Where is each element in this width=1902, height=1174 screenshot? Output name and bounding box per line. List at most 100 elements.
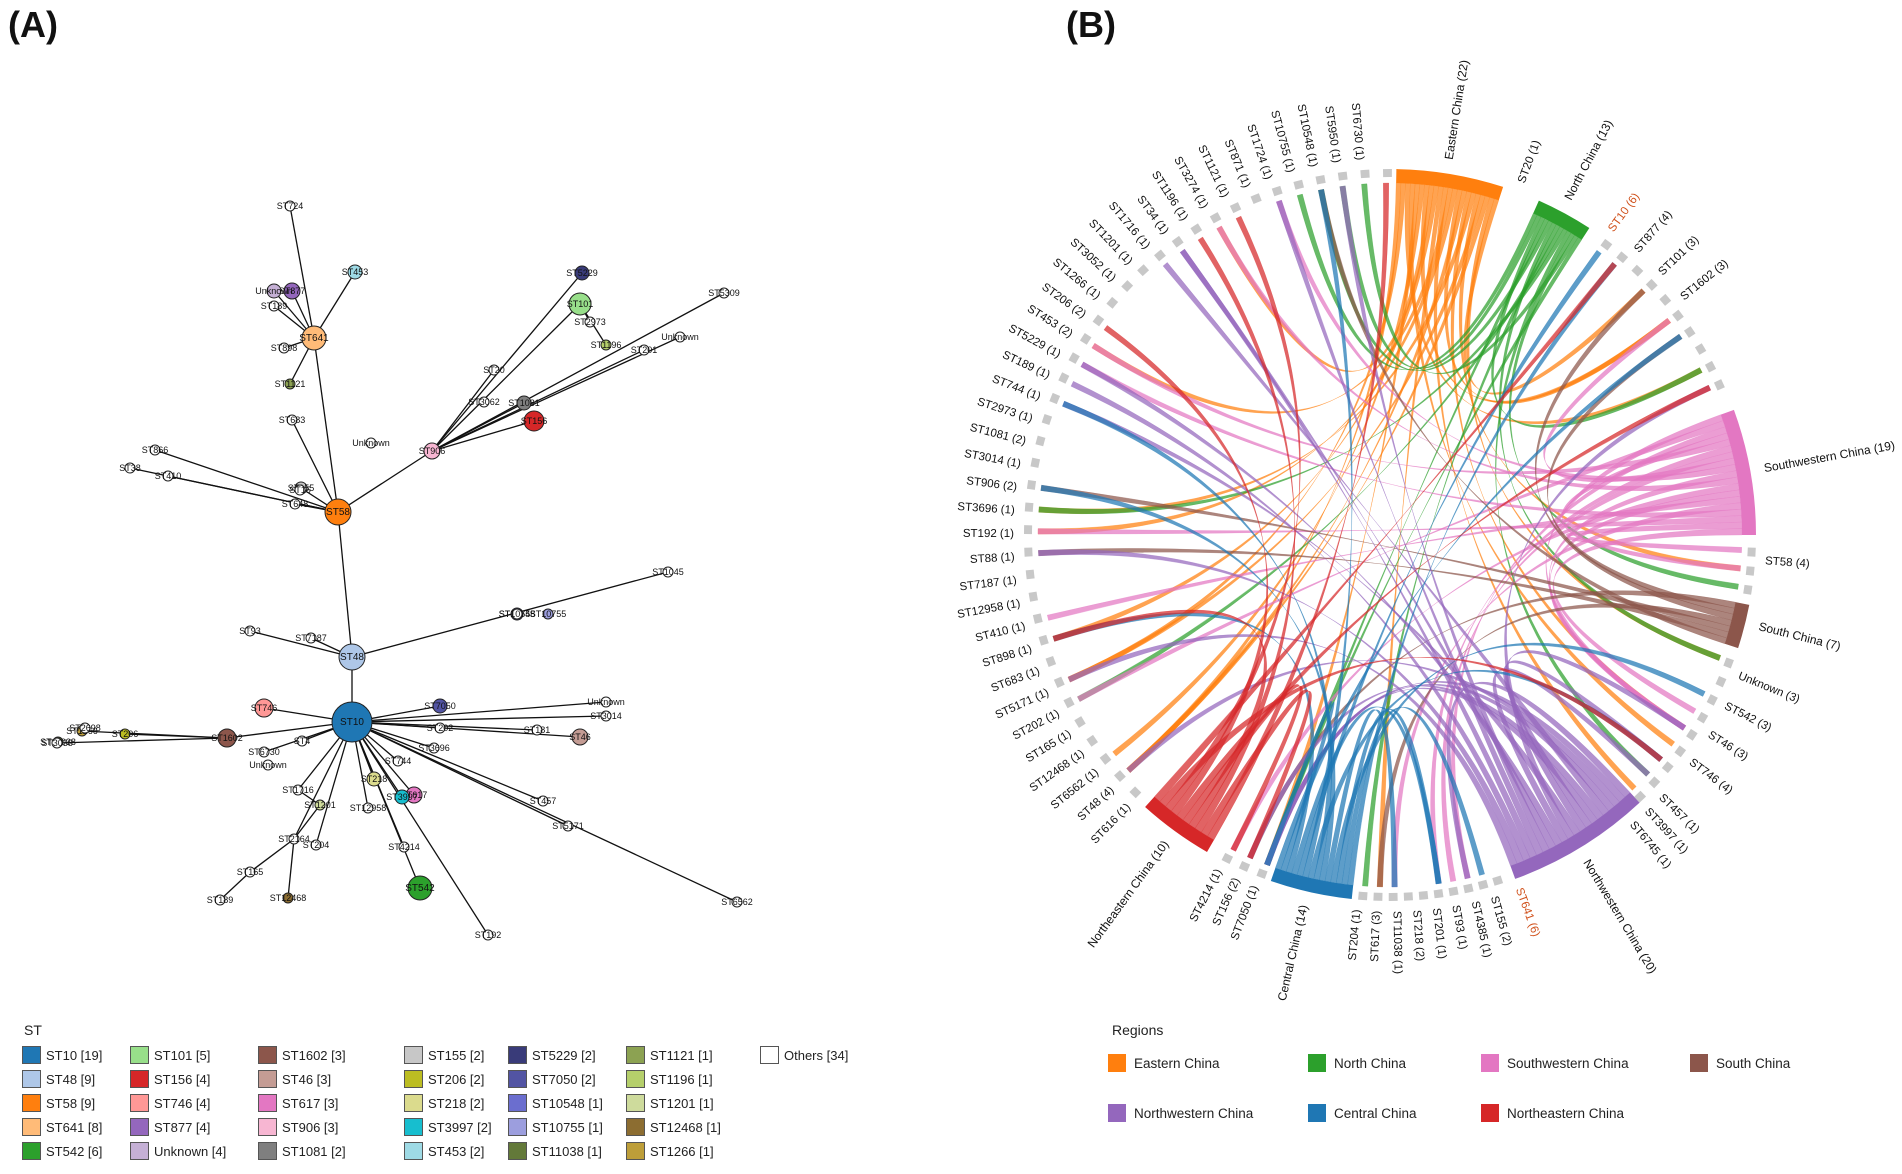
node-circle	[124, 462, 136, 474]
legend-swatch	[508, 1046, 527, 1064]
node-label: Unknown	[249, 760, 287, 770]
chord-ribbon	[1492, 668, 1651, 843]
network-node: ST7187	[295, 632, 327, 644]
network-node: ST1602	[211, 728, 243, 748]
st-label: ST5950 (1)	[1322, 105, 1342, 164]
node-label: ST877	[279, 286, 306, 296]
node-circle	[244, 866, 256, 878]
node-circle	[244, 625, 256, 637]
st-legend-item-st641-8: ST641 [8]	[22, 1118, 102, 1136]
node-circle	[562, 820, 574, 832]
st-label: ST10548 (1)	[1295, 103, 1320, 168]
network-node: ST12958	[350, 802, 386, 814]
node-circle	[286, 414, 298, 426]
st-arc	[1092, 314, 1105, 327]
st-legend-item-st746-4: ST746 [4]	[130, 1094, 210, 1112]
network-node: ST12468	[270, 892, 307, 904]
node-circle	[214, 894, 226, 906]
st-arc	[1068, 352, 1080, 364]
node-circle	[674, 331, 686, 343]
node-label: ST206	[112, 729, 139, 739]
network-node: ST866	[142, 444, 169, 456]
st-label: ST10 (6)	[1606, 191, 1642, 234]
chord-ribbon	[1159, 657, 1664, 807]
network-edge	[431, 292, 725, 452]
st-legend-item-st206-2: ST206 [2]	[404, 1070, 484, 1088]
legend-label: ST7050 [2]	[532, 1071, 596, 1087]
node-circle	[392, 755, 404, 767]
network-node: ST10755	[499, 608, 535, 620]
region-legend-item-central-china: Central China	[1308, 1104, 1417, 1122]
chord-ribbon	[1376, 603, 1732, 888]
legend-label: ST617 [3]	[282, 1095, 339, 1111]
network-node: ST3038	[41, 737, 73, 749]
network-node: ST6730	[248, 746, 280, 758]
network-edge	[313, 337, 339, 513]
network-node: ST165	[237, 866, 264, 878]
legend-swatch	[404, 1046, 423, 1064]
node-label: ST101	[567, 299, 594, 309]
region-label-northeastern: Northeastern China (10)	[1085, 838, 1172, 950]
network-node: ST877	[279, 282, 306, 300]
st-arc	[1463, 883, 1474, 894]
node-circle	[289, 498, 301, 510]
st-arc	[1696, 711, 1709, 724]
node-label: ST165	[237, 867, 264, 877]
network-node: ST744	[385, 755, 411, 767]
node-label: ST12468	[270, 893, 307, 903]
node-circle	[294, 484, 306, 496]
st-arc	[1715, 676, 1727, 688]
network-node: ST746	[251, 698, 277, 718]
region-arc-northeastern	[1145, 796, 1214, 852]
chord-ribbon	[1302, 189, 1353, 878]
st-arc	[1106, 296, 1119, 309]
legend-swatch	[508, 1118, 527, 1136]
st-arc	[1063, 696, 1075, 709]
legend-label: Southwestern China	[1507, 1055, 1629, 1071]
st-arc	[1028, 591, 1038, 602]
legend-swatch	[626, 1142, 645, 1160]
st-label: ST906 (2)	[966, 475, 1018, 493]
st-legend-item-unknown-4: Unknown [4]	[130, 1142, 226, 1160]
st-legend-item-st48-9: ST48 [9]	[22, 1070, 95, 1088]
network-node: ST5229	[566, 265, 598, 281]
node-label: ST218	[361, 774, 388, 784]
node-circle	[428, 742, 440, 754]
node-circle	[542, 608, 554, 620]
node-label: ST866	[142, 445, 169, 455]
legend-swatch	[1481, 1104, 1499, 1122]
node-label: ST189	[261, 301, 288, 311]
st-arc	[1448, 886, 1459, 897]
chord-ribbon	[1165, 215, 1301, 812]
st-arc	[1634, 790, 1647, 803]
st-arc	[1360, 169, 1370, 179]
st-arc	[1238, 861, 1251, 872]
st-label: ST4385 (1)	[1469, 900, 1494, 959]
node-label: ST683	[279, 415, 306, 425]
network-node: ST1081	[508, 395, 540, 411]
node-circle	[571, 728, 589, 746]
legend-swatch	[404, 1094, 423, 1112]
node-circle	[600, 696, 612, 708]
node-circle	[162, 470, 174, 482]
node-label: ST58	[326, 507, 350, 518]
mst-network: ST10ST48ST58ST641ST542ST101ST156ST746ST1…	[40, 200, 753, 941]
node-circle	[638, 344, 650, 356]
node-circle	[310, 839, 322, 851]
st-label: ST7187 (1)	[959, 575, 1018, 594]
network-edge	[431, 420, 535, 452]
st-legend-item-st877-4: ST877 [4]	[130, 1118, 210, 1136]
node-label: ST189	[207, 895, 234, 905]
st-legend-item-st11038-1: ST11038 [1]	[508, 1142, 602, 1160]
chord-ribbon	[1361, 183, 1579, 375]
st-arc	[1674, 745, 1687, 758]
st-label: ST683 (1)	[989, 665, 1041, 695]
legend-swatch	[626, 1046, 645, 1064]
legend-swatch	[508, 1094, 527, 1112]
legend-label: ST48 [9]	[46, 1071, 96, 1087]
st-arc	[1137, 264, 1150, 277]
legend-swatch	[22, 1142, 41, 1160]
legend-label: ST101 [5]	[154, 1047, 211, 1063]
st-arc	[1388, 892, 1398, 901]
